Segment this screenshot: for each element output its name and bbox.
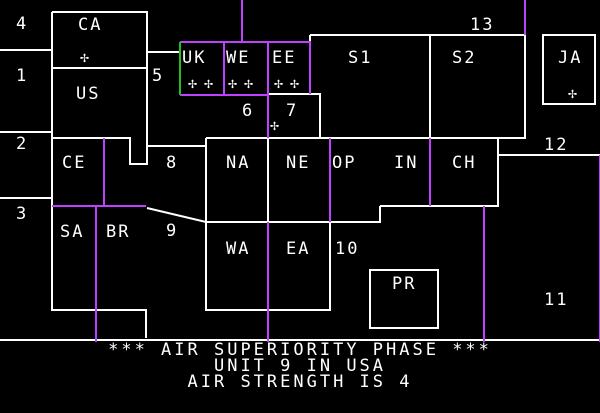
unit-marker-icon[interactable]: ✢ bbox=[274, 74, 284, 92]
region-we[interactable]: WE bbox=[226, 48, 251, 68]
sea-zone-5[interactable]: 5 bbox=[152, 66, 165, 86]
purple-borders bbox=[52, 0, 600, 342]
region-ca[interactable]: CA bbox=[78, 15, 103, 35]
region-ea[interactable]: EA bbox=[286, 239, 311, 259]
sea-zone-2[interactable]: 2 bbox=[16, 134, 29, 154]
sea-zone-11[interactable]: 11 bbox=[544, 290, 569, 310]
unit-marker-icon[interactable]: ✢ bbox=[270, 116, 280, 134]
sea-zone-7[interactable]: 7 bbox=[286, 101, 299, 121]
sea-zone-8[interactable]: 8 bbox=[166, 153, 179, 173]
region-ch[interactable]: CH bbox=[452, 153, 477, 173]
unit-marker-icon[interactable]: ✢ bbox=[290, 74, 300, 92]
sea-zone-10[interactable]: 10 bbox=[335, 239, 360, 259]
air-strength-text: AIR STRENGTH IS 4 bbox=[187, 372, 413, 392]
unit-marker-icon[interactable]: ✢ bbox=[188, 74, 198, 92]
region-pr[interactable]: PR bbox=[392, 274, 417, 294]
sea-zone-1[interactable]: 1 bbox=[16, 66, 29, 86]
region-in[interactable]: IN bbox=[394, 153, 419, 173]
sea-zone-4[interactable]: 4 bbox=[16, 14, 29, 34]
region-uk[interactable]: UK bbox=[182, 48, 207, 68]
region-us[interactable]: US bbox=[76, 84, 101, 104]
unit-marker-icon[interactable]: ✢ bbox=[244, 74, 254, 92]
region-na[interactable]: NA bbox=[226, 153, 251, 173]
world-map bbox=[0, 0, 600, 342]
sea-zone-3[interactable]: 3 bbox=[16, 204, 29, 224]
unit-marker-icon[interactable]: ✢ bbox=[568, 84, 578, 102]
region-ee[interactable]: EE bbox=[272, 48, 297, 68]
sea-zone-6[interactable]: 6 bbox=[242, 101, 255, 121]
status-panel: *** AIR SUPERIORITY PHASE *** UNIT 9 IN … bbox=[0, 340, 600, 392]
unit-marker-icon[interactable]: ✢ bbox=[80, 48, 90, 66]
region-s1[interactable]: S1 bbox=[348, 48, 373, 68]
region-s2[interactable]: S2 bbox=[452, 48, 477, 68]
sea-zone-12[interactable]: 12 bbox=[544, 135, 569, 155]
unit-marker-icon[interactable]: ✢ bbox=[204, 74, 214, 92]
region-br[interactable]: BR bbox=[106, 222, 131, 242]
unit-marker-icon[interactable]: ✢ bbox=[228, 74, 238, 92]
region-ja[interactable]: JA bbox=[558, 48, 583, 68]
unit-text: UNIT 9 IN USA bbox=[213, 356, 387, 376]
phase-text: *** AIR SUPERIORITY PHASE *** bbox=[108, 340, 492, 360]
region-op[interactable]: OP bbox=[332, 153, 357, 173]
white-borders bbox=[0, 11, 600, 341]
region-ne[interactable]: NE bbox=[286, 153, 311, 173]
region-wa[interactable]: WA bbox=[226, 239, 251, 259]
region-ce[interactable]: CE bbox=[62, 153, 87, 173]
sea-zone-9[interactable]: 9 bbox=[166, 221, 179, 241]
region-sa[interactable]: SA bbox=[60, 222, 85, 242]
sea-zone-13[interactable]: 13 bbox=[470, 15, 495, 35]
